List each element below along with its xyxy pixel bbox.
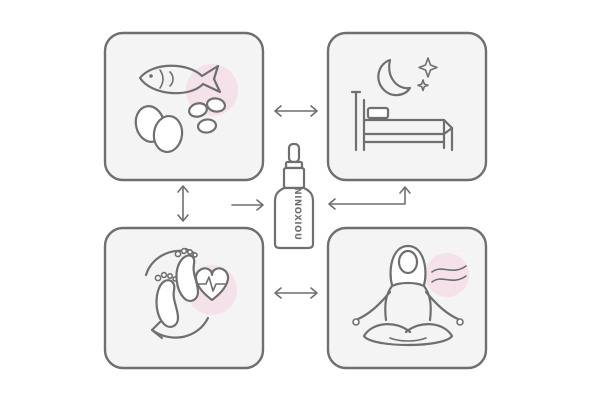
meditating-person-icon (352, 244, 464, 347)
connector-top (274, 105, 318, 117)
panel-nutrition (103, 31, 265, 182)
bottle-label: NINOXIOU (292, 188, 302, 241)
connector-left-vertical (177, 185, 189, 222)
dropper-bottle-icon: NINOXIOU (273, 142, 315, 250)
arrow-sleep-to-bottle (328, 186, 411, 210)
star-icon (418, 57, 438, 78)
panel-nutrition-card (103, 31, 265, 182)
eggs-icon (134, 105, 184, 154)
meditation-accent-blob (425, 253, 469, 297)
bed-icon (350, 90, 454, 152)
moon-icon (377, 58, 412, 97)
connector-bottom (274, 287, 318, 299)
dropper-bulb (287, 142, 301, 164)
heart-pulse-icon (194, 267, 230, 302)
breath-wave-icon (431, 265, 467, 283)
small-star-icon (417, 79, 429, 92)
panel-meditation (326, 226, 488, 370)
arrow-to-bottle-left (231, 199, 264, 211)
panel-sleep-card (326, 31, 488, 182)
panel-sleep (326, 31, 488, 182)
footprints-icon (154, 247, 200, 328)
beans-icon (188, 97, 227, 134)
fish-icon (138, 64, 222, 95)
panel-activity (103, 226, 265, 370)
